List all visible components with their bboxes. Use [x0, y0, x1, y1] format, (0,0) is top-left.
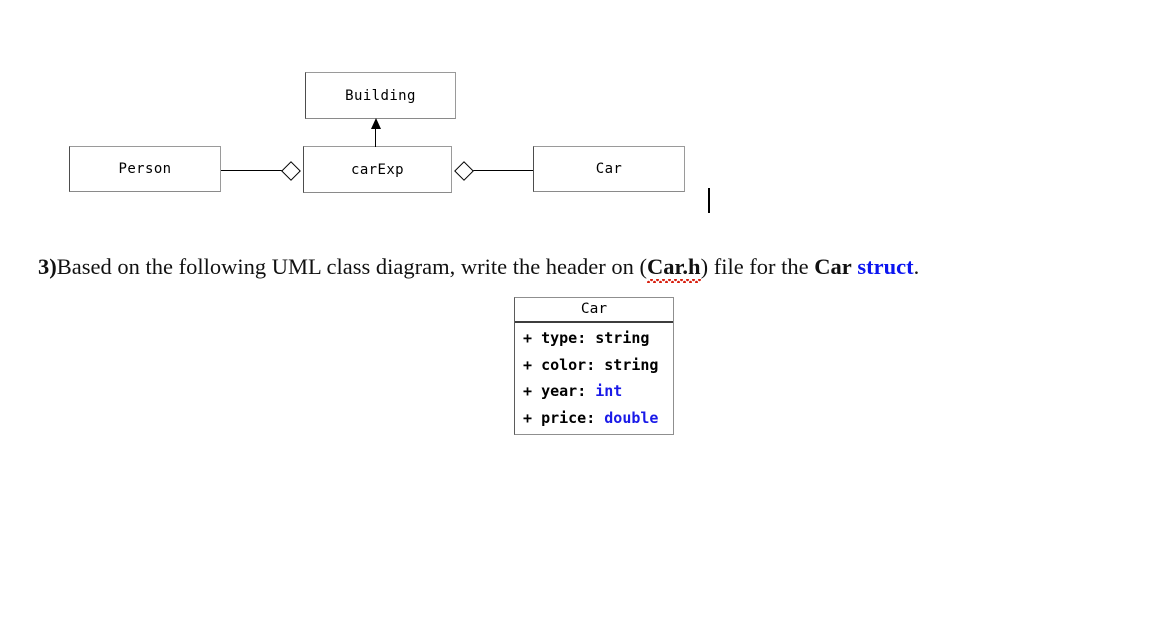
uml-box-carexp-label: carExp	[351, 161, 404, 178]
attr-name: color	[541, 355, 587, 374]
attr-visibility: +	[523, 355, 533, 374]
uml-box-building: Building	[305, 72, 456, 119]
attr-type: string	[595, 329, 650, 347]
aggregation-diamond-icon-left	[281, 161, 301, 181]
question-end-period: .	[913, 254, 920, 279]
attr-name-wrap: price:	[541, 409, 596, 428]
attr-name: price	[541, 409, 587, 428]
text-cursor-caret	[708, 188, 710, 213]
attr-type: int	[595, 382, 623, 401]
uml-box-building-label: Building	[345, 87, 416, 104]
question-text-part2: ) file for the	[700, 254, 815, 279]
question-text-part1: Based on the following UML class diagram…	[56, 254, 648, 279]
question-class-word: Car	[814, 254, 852, 279]
uml-box-car: Car	[533, 146, 685, 192]
connector-person-carexp	[221, 170, 283, 171]
uml-box-person: Person	[69, 146, 221, 192]
uml-box-carexp: carExp	[303, 146, 452, 193]
attr-name-wrap: year:	[541, 382, 587, 401]
car-class-attribute-list: + type: string + color: string + year: i…	[515, 323, 673, 434]
attr-name: year	[541, 382, 578, 401]
filename-misspelled: Car.h	[647, 253, 701, 284]
uml-box-person-label: Person	[118, 161, 172, 177]
attr-name-wrap: type:	[541, 329, 587, 347]
uml-box-car-label: Car	[595, 161, 623, 177]
car-attribute-row: + color: string	[515, 352, 673, 379]
attr-visibility: +	[523, 329, 533, 347]
car-attribute-row: + price: double	[515, 405, 673, 432]
car-class-box: Car + type: string + color: string + yea…	[514, 297, 674, 435]
car-class-title: Car	[515, 298, 673, 323]
attr-name: type	[541, 329, 578, 347]
question-number: 3)	[38, 254, 57, 279]
connector-carexp-building	[375, 125, 376, 147]
attr-name-wrap: color:	[541, 355, 596, 374]
attr-type: string	[604, 355, 659, 374]
aggregation-diamond-icon-right	[454, 161, 474, 181]
attr-visibility: +	[523, 382, 533, 401]
question-text: 3)Based on the following UML class diagr…	[38, 253, 920, 284]
generalization-arrow-icon	[371, 118, 381, 129]
connector-car-carexp	[472, 170, 533, 171]
question-keyword-struct: struct	[857, 254, 914, 279]
car-attribute-row: + year: int	[515, 378, 673, 405]
car-attribute-row: + type: string	[515, 325, 673, 352]
attr-visibility: +	[523, 409, 533, 428]
attr-type: double	[604, 409, 659, 428]
